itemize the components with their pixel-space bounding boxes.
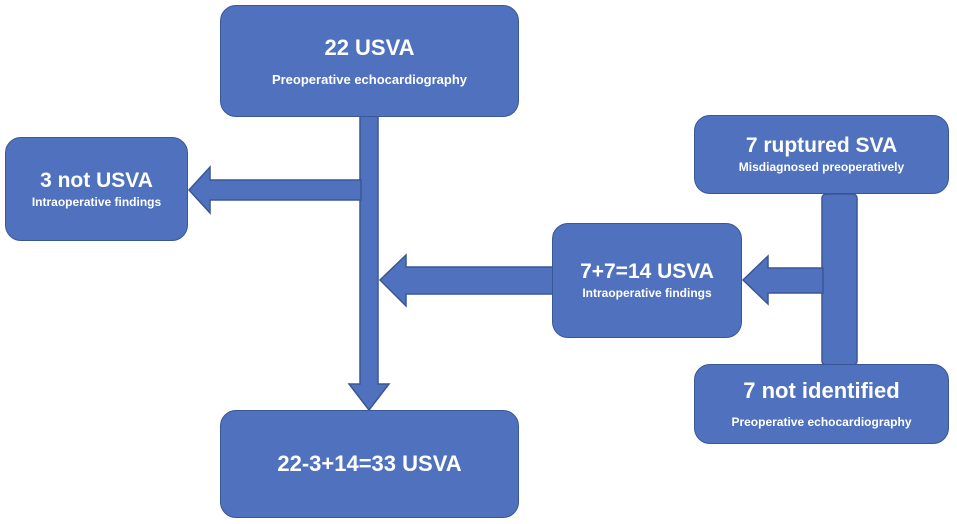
box-bottom-title: 22-3+14=33 USVA	[277, 451, 462, 477]
box-3-not-usva: 3 not USVA Intraoperative findings	[5, 137, 188, 241]
box-right-top-title: 7 ruptured SVA	[745, 134, 898, 158]
box-middle-title: 7+7=14 USVA	[580, 260, 714, 284]
box-left-title: 3 not USVA	[40, 168, 153, 192]
box-right-top-subtitle: Misdiagnosed preoperatively	[738, 160, 905, 175]
box-top-title: 22 USVA	[324, 34, 415, 60]
box-7-not-identified: 7 not identified Preoperative echocardio…	[694, 364, 949, 444]
box-left-subtitle: Intraoperative findings	[31, 194, 162, 209]
main-down-arrow	[347, 115, 391, 412]
box-33-usva: 22-3+14=33 USVA	[220, 410, 519, 518]
left-arrow-to-not-usva	[187, 165, 362, 215]
box-right-bottom-title: 7 not identified	[743, 378, 900, 404]
box-7-ruptured-sva: 7 ruptured SVA Misdiagnosed preoperative…	[694, 115, 949, 194]
box-right-bottom-subtitle: Preoperative echocardiography	[731, 415, 912, 430]
box-22-usva: 22 USVA Preoperative echocardiography	[220, 5, 519, 117]
right-vertical-connector	[821, 193, 858, 366]
box-14-usva: 7+7=14 USVA Intraoperative findings	[552, 223, 742, 338]
left-arrow-to-middle-box	[741, 254, 824, 306]
left-arrow-to-main-line	[378, 253, 554, 308]
box-middle-subtitle: Intraoperative findings	[582, 286, 712, 301]
box-top-subtitle: Preoperative echocardiography	[271, 71, 468, 87]
